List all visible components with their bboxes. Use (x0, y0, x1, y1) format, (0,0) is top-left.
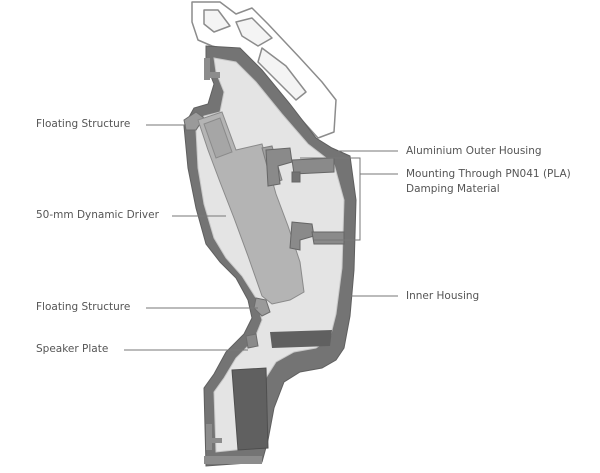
headband-hinge (191, 1, 337, 139)
label-aluminium-outer-housing: Aluminium Outer Housing (406, 145, 542, 157)
label-inner-housing: Inner Housing (406, 290, 480, 302)
label-speaker-plate: Speaker Plate (36, 343, 109, 355)
bottom-plate (270, 330, 332, 348)
upper-side-tabs (204, 58, 220, 80)
lower-side-tabs (204, 424, 262, 464)
leader-mounting-bracket (300, 157, 361, 241)
label-mounting-line1: Mounting Through PN041 (PLA) (406, 168, 571, 180)
label-floating-structure-bottom: Floating Structure (36, 301, 131, 313)
mounting-brackets (265, 147, 345, 251)
label-dynamic-driver: 50-mm Dynamic Driver (36, 209, 159, 221)
label-floating-structure-top: Floating Structure (36, 118, 131, 130)
speaker-plate-part (245, 333, 259, 349)
label-mounting-line2: Damping Material (406, 183, 500, 195)
lower-block (231, 367, 269, 451)
floating-structure-bottom-part (253, 297, 271, 317)
